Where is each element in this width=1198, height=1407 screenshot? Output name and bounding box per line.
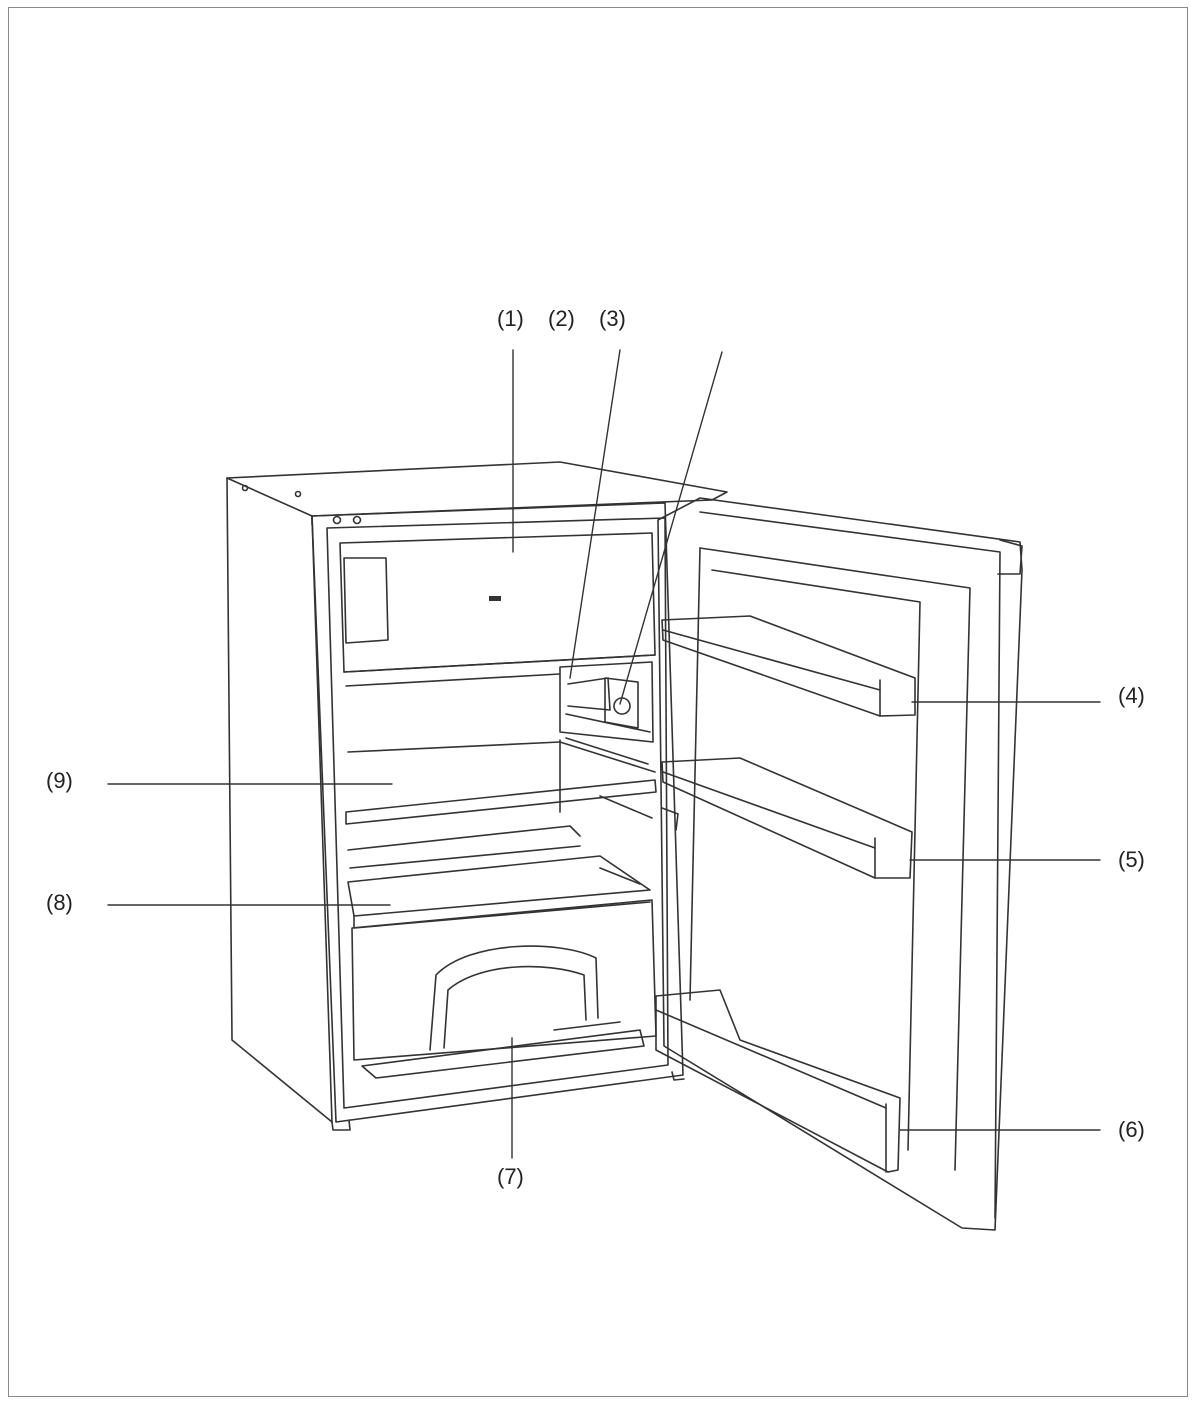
callout-label-7: (7) (497, 1164, 524, 1189)
callout-label-1: (1) (497, 306, 524, 331)
crisper-cover (347, 855, 651, 917)
leader-line-3 (619, 351, 723, 705)
crisper-drawer (351, 899, 657, 1061)
cabinet-body (226, 461, 728, 1131)
callout-label-8: (8) (46, 890, 73, 915)
door-shelf-upper (661, 615, 916, 717)
leader-line-2 (569, 349, 621, 679)
callout-label-2: (2) (548, 306, 575, 331)
callout-label-9: (9) (46, 768, 73, 793)
door-shelf-bottom (655, 989, 901, 1173)
glass-shelf (345, 779, 657, 825)
cabinet-interior (339, 532, 657, 1079)
callout-label-6: (6) (1118, 1117, 1145, 1142)
diagram-frame (8, 7, 1188, 1397)
callout-label-4: (4) (1118, 683, 1145, 708)
thermostat-panel (559, 661, 654, 743)
thermostat-knob (613, 697, 631, 715)
callout-label-3: (3) (599, 306, 626, 331)
door-shelf-middle (661, 757, 913, 879)
leader-lines (107, 349, 1101, 1159)
door (655, 497, 1023, 1231)
callout-label-5: (5) (1118, 847, 1145, 872)
